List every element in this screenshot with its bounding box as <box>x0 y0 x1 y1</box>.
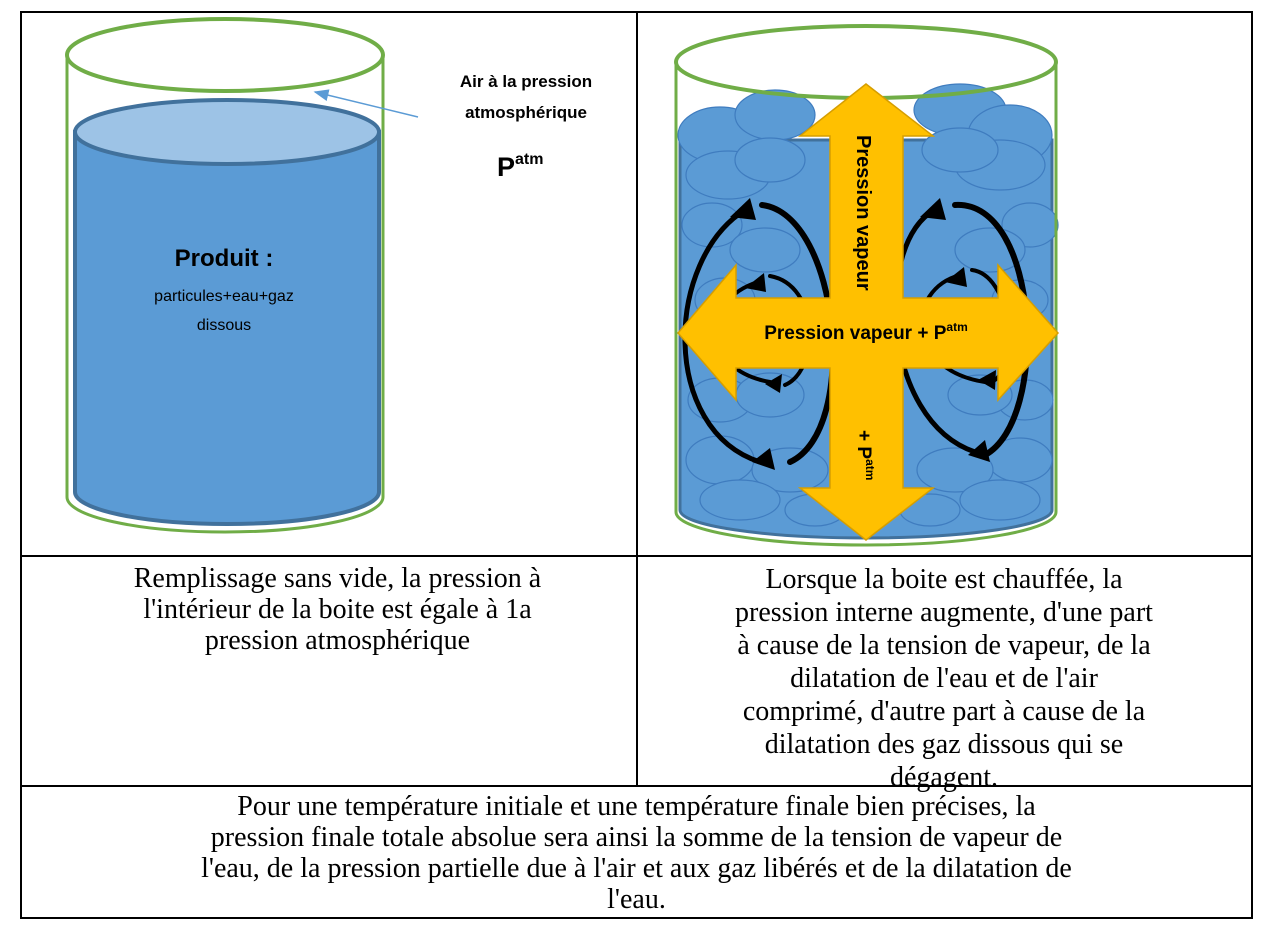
bottom-caption-line: l'eau. <box>607 884 666 915</box>
table-row-divider-1 <box>20 555 1253 557</box>
right-caption-line: pression interne augmente, d'une part <box>735 597 1153 628</box>
left-caption: Remplissage sans vide, la pression à l'i… <box>40 563 635 656</box>
right-can <box>674 24 1059 547</box>
product-line1: particules+eau+gaz <box>154 288 294 305</box>
bottom-caption-line: l'eau, de la pression partielle due à l'… <box>201 853 1072 884</box>
bottom-caption-line: pression finale totale absolue sera ains… <box>210 822 1063 853</box>
left-can <box>65 17 385 534</box>
left-caption-line: Remplissage sans vide, la pression à <box>133 563 542 594</box>
table-column-divider <box>636 11 638 785</box>
air-label-line1: Air à la pression <box>460 72 592 91</box>
right-caption-line: dégagent. <box>889 762 999 793</box>
product-line2: dissous <box>197 317 251 334</box>
right-caption-line: dilatation des gaz dissous qui se <box>764 729 1124 760</box>
bottom-caption-line: Pour une température initiale et une tem… <box>237 791 1036 822</box>
left-caption-line: l'intérieur de la boite est égale à 1a <box>143 594 532 625</box>
air-pointer-arrow <box>313 89 419 118</box>
bottom-caption: Pour une température initiale et une tem… <box>30 791 1243 915</box>
left-caption-line: pression atmosphérique <box>204 625 471 656</box>
circulation-arrowheads <box>730 198 996 470</box>
left-liquid-body <box>73 130 381 526</box>
vapour-clouds <box>677 83 1059 527</box>
left-can-rim <box>65 17 385 93</box>
right-caption: Lorsque la boite est chauffée, la pressi… <box>645 563 1243 794</box>
left-liquid-surface <box>73 98 381 166</box>
right-caption-line: à cause de la tension de vapeur, de la <box>737 630 1151 661</box>
horizontal-label: Pression vapeur + Patm <box>764 320 968 344</box>
air-label-line2: atmosphérique <box>465 103 587 122</box>
vertical-label-top: Pression vapeur <box>852 135 874 291</box>
right-caption-line: comprimé, d'autre part à cause de la <box>742 696 1146 727</box>
pressure-cross-arrow <box>677 83 1060 541</box>
right-caption-line: Lorsque la boite est chauffée, la <box>765 564 1123 595</box>
patm-label: Patm <box>497 151 543 182</box>
vertical-label-bottom: + Patm <box>853 430 877 480</box>
product-title: Produit : <box>175 245 274 272</box>
right-caption-line: dilatation de l'eau et de l'air <box>790 663 1098 694</box>
table-row-divider-2 <box>20 785 1253 787</box>
